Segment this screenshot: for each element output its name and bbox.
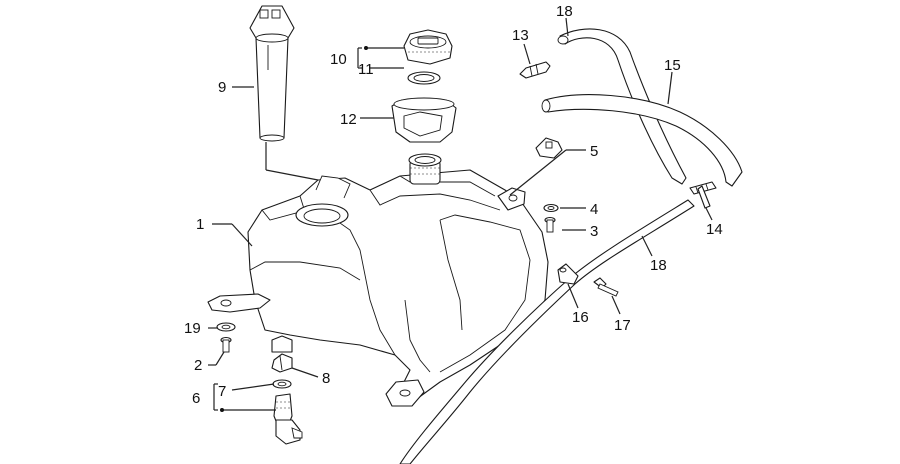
breather-hose-15 (541, 94, 743, 187)
fuel-tap-clamp-8 (271, 353, 293, 373)
clip-nut-5 (535, 137, 563, 159)
label-16: 16 (572, 309, 589, 326)
part-number-labels: 1 2 3 4 5 6 7 8 9 10 11 12 13 14 15 16 1… (184, 3, 723, 407)
filler-drip-tray (391, 97, 457, 143)
label-18-lower: 18 (650, 257, 667, 274)
screw-3 (544, 216, 556, 233)
label-13: 13 (512, 27, 529, 44)
label-15: 15 (664, 57, 681, 74)
filler-cap (403, 29, 453, 65)
label-7: 7 (218, 383, 226, 400)
label-18-upper: 18 (556, 3, 573, 20)
vent-hose-18-upper (557, 28, 687, 185)
leader-lines (208, 17, 713, 412)
label-17: 17 (614, 317, 631, 334)
label-5: 5 (590, 143, 598, 160)
label-11: 11 (358, 61, 374, 78)
label-12: 12 (340, 111, 357, 128)
label-4: 4 (590, 201, 598, 218)
cap-gasket (407, 71, 441, 85)
label-6: 6 (192, 390, 200, 407)
fuel-level-sender (249, 5, 319, 181)
label-19: 19 (184, 320, 201, 337)
fuel-tap-valve (273, 393, 303, 445)
label-3: 3 (590, 223, 598, 240)
washer-4 (543, 203, 559, 213)
washer-19 (216, 322, 236, 332)
fuel-tank (207, 153, 549, 407)
label-2: 2 (194, 357, 202, 374)
hose-fitting-13 (519, 61, 551, 79)
hose-clamp-16 (557, 263, 579, 285)
screw-17 (593, 277, 619, 297)
label-1: 1 (196, 216, 204, 233)
fuel-tap-washer-7 (272, 379, 292, 389)
label-8: 8 (322, 370, 330, 387)
t-fitting-14 (689, 181, 717, 209)
label-10: 10 (330, 51, 347, 68)
screw-2 (220, 336, 232, 353)
label-14: 14 (706, 221, 723, 238)
label-9: 9 (218, 79, 226, 96)
